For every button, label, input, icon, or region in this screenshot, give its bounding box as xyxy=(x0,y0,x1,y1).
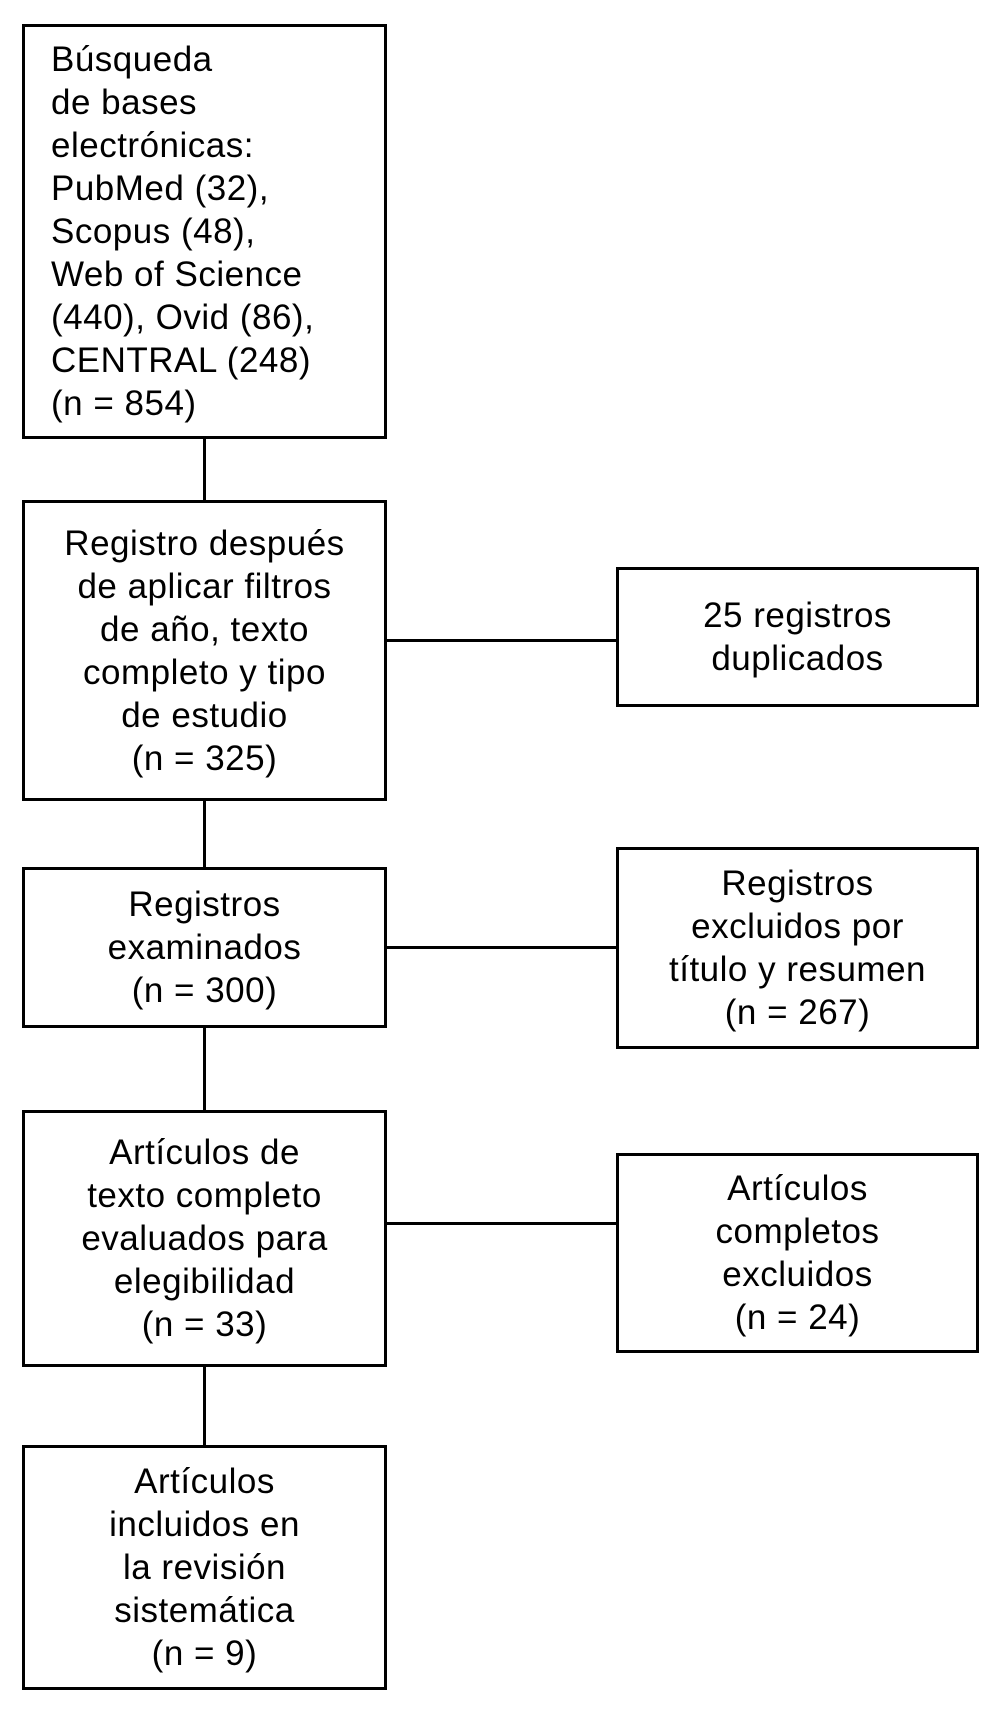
connector-fulltext-to-included xyxy=(203,1367,206,1445)
connector-filters-to-screened xyxy=(203,801,206,867)
connector-screened-to-excluded xyxy=(386,946,616,949)
box-fulltext-assessed: Artículos de texto completo evaluados pa… xyxy=(22,1110,387,1367)
connector-fulltext-to-excluded xyxy=(386,1222,616,1225)
box-fulltext-excluded: Artículos completos excluidos (n = 24) xyxy=(616,1153,979,1353)
connector-filters-to-duplicates xyxy=(386,639,616,642)
box-duplicate-records: 25 registros duplicados xyxy=(616,567,979,707)
box-excluded-title-abstract: Registros excluidos por título y resumen… xyxy=(616,847,979,1049)
box-included-in-review: Artículos incluidos en la revisión siste… xyxy=(22,1445,387,1690)
box-records-screened: Registros examinados (n = 300) xyxy=(22,867,387,1028)
connector-screened-to-fulltext xyxy=(203,1028,206,1110)
box-records-after-filters: Registro después de aplicar filtros de a… xyxy=(22,500,387,801)
box-database-search: Búsqueda de bases electrónicas: PubMed (… xyxy=(22,24,387,439)
connector-search-to-filters xyxy=(203,439,206,500)
